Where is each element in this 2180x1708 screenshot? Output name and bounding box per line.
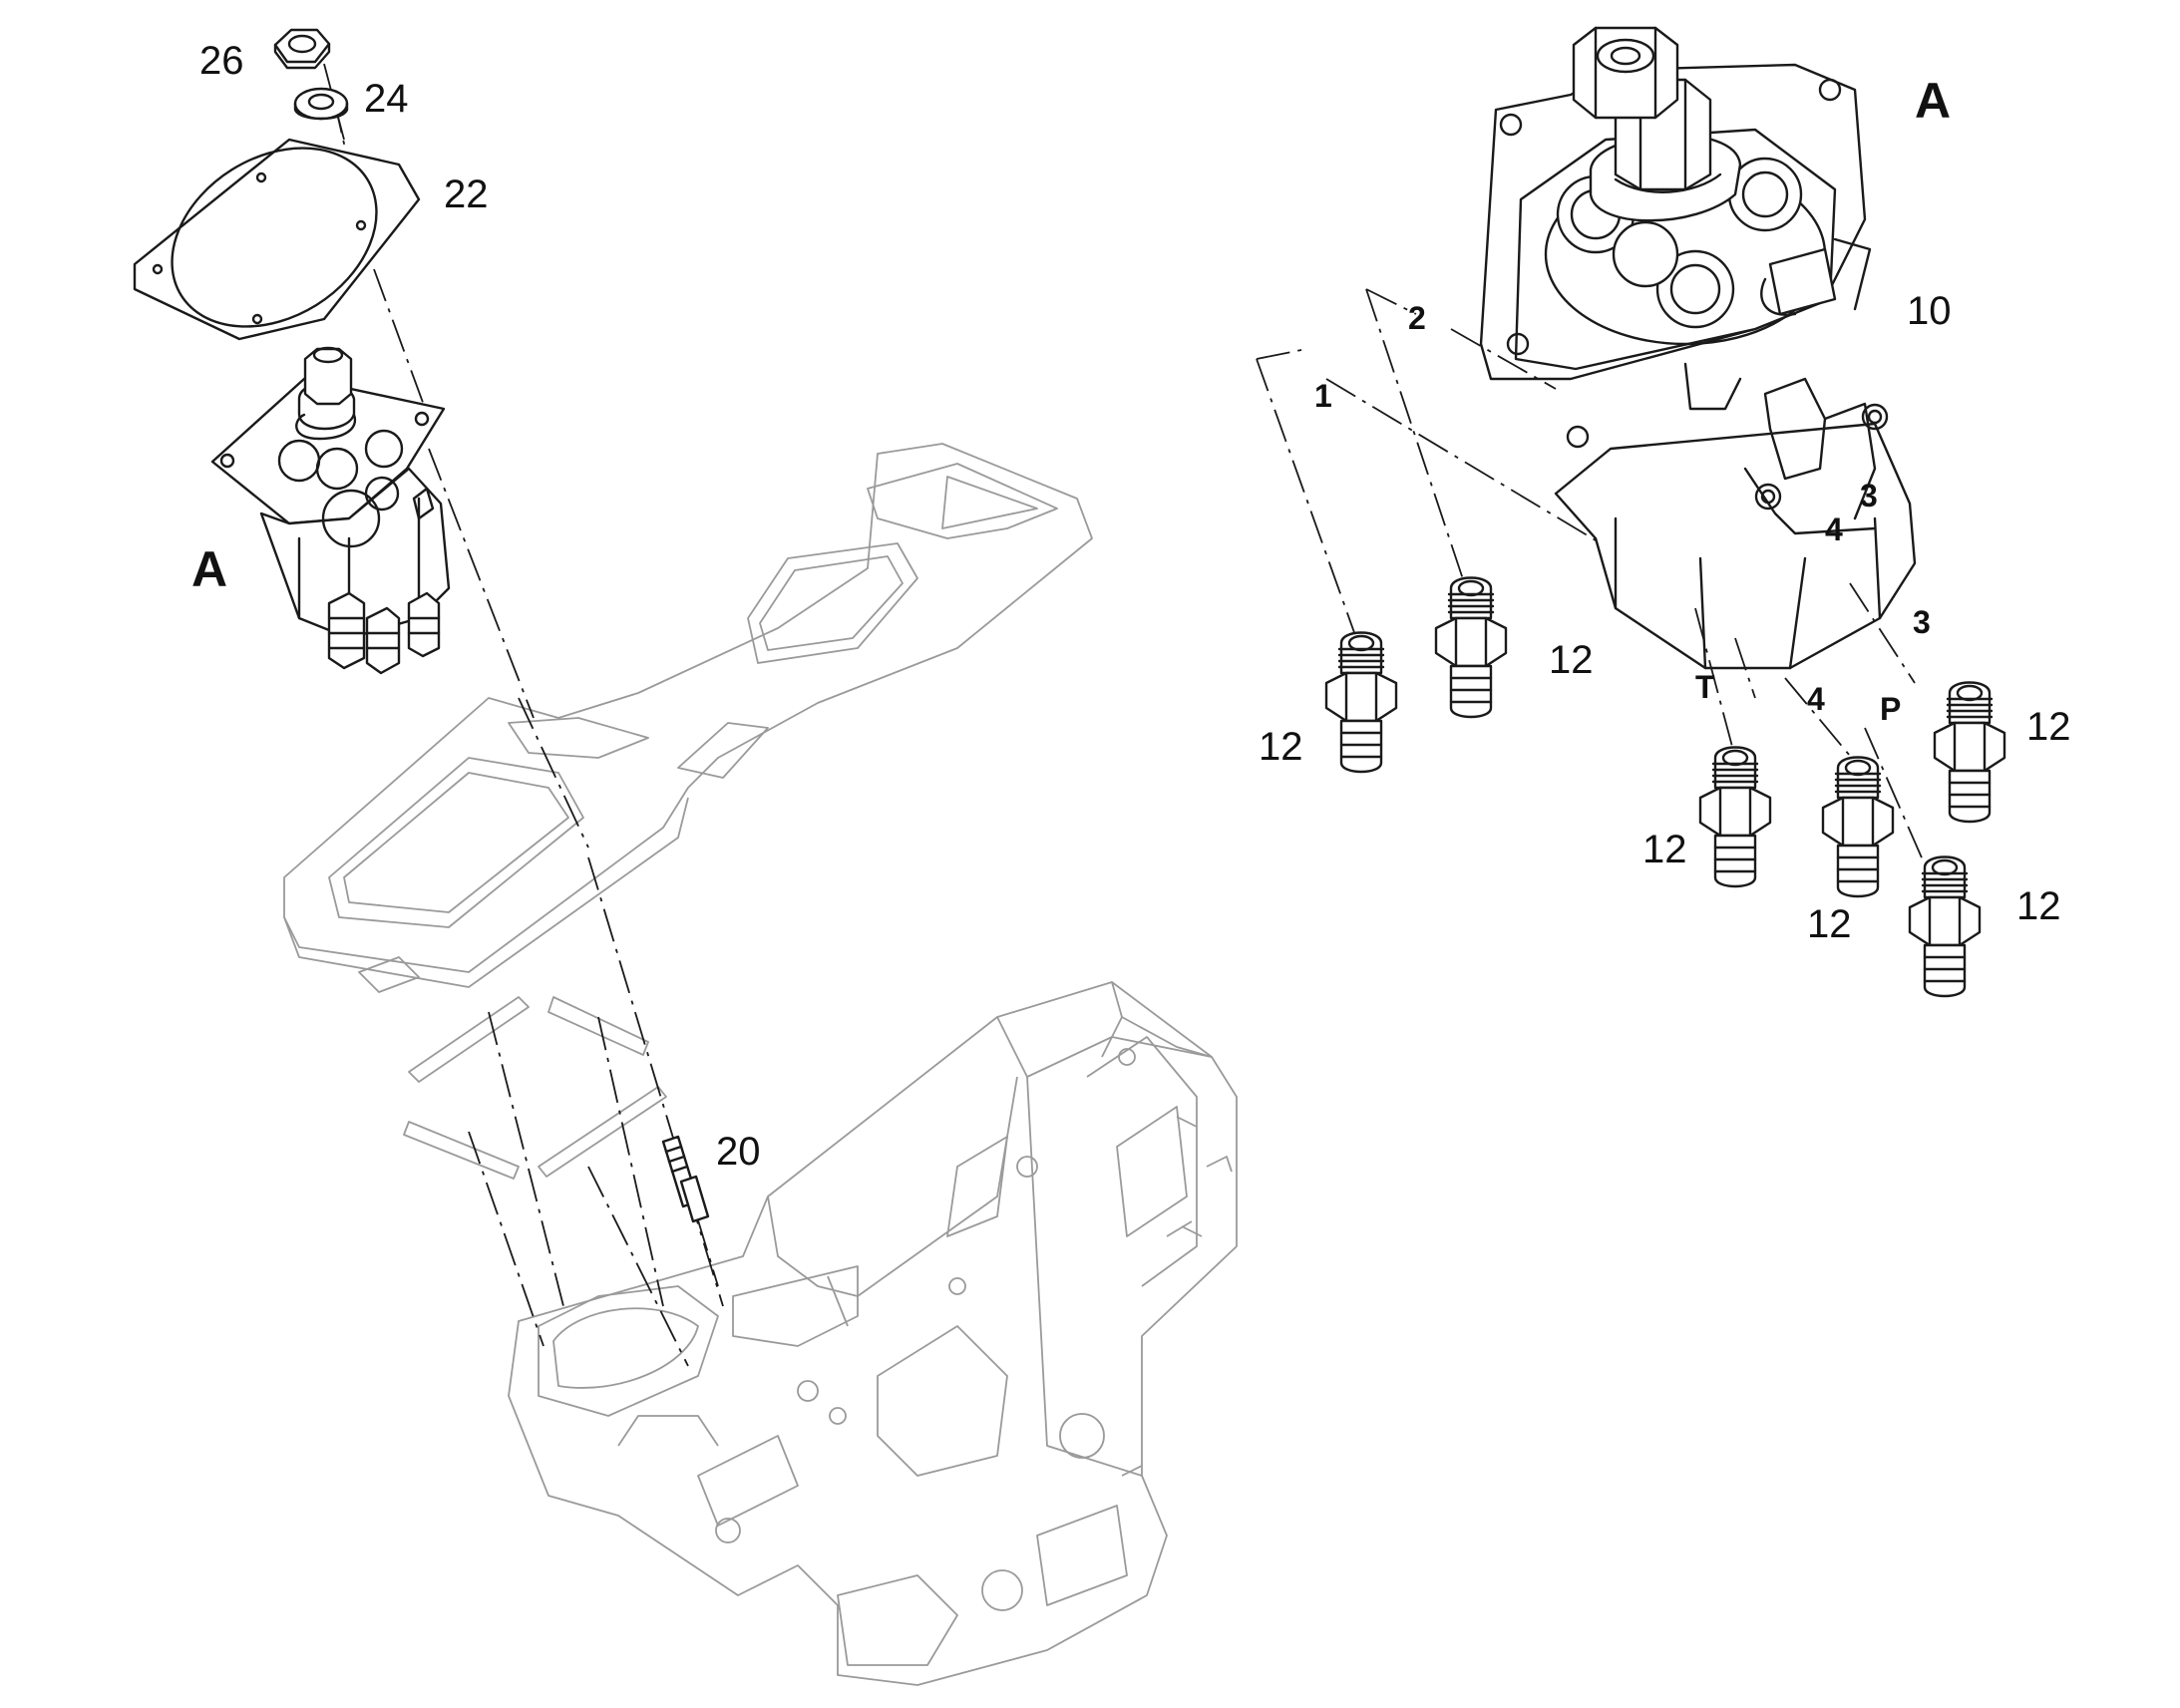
callout-fitting-2: 12 [1549,638,1594,682]
pilot-valve-small [210,346,451,675]
port-label-4: 4 [1807,681,1825,717]
threaded-stud [661,1135,710,1223]
shim-plates [403,996,667,1180]
callout-labels: 26 24 22 A 20 A 10 12 12 12 12 12 12 [191,39,2071,1174]
callout-fitting-3: 12 [2026,705,2071,749]
callout-fitting-1: 12 [1259,725,1303,769]
body-mark-4: 4 [1825,512,1843,547]
steering-pedestal-frame [508,981,1238,1686]
view-label-right: A [1915,73,1951,129]
callout-stud: 20 [716,1130,761,1174]
port-label-2: 2 [1408,300,1426,336]
port-labels: 1 2 3 T 4 P [1314,300,1931,727]
port-label-3: 3 [1913,604,1931,640]
fitting-4 [1821,756,1895,898]
hex-nut [273,28,331,70]
console-cover-panel [283,443,1093,993]
port-label-P: P [1880,691,1901,727]
callout-fitting-4: 12 [1807,902,1852,946]
fitting-1 [1324,631,1398,774]
callout-nut: 26 [199,39,244,83]
assembly-axis-lines-right [1256,288,1936,888]
callout-gasket: 22 [444,172,489,216]
washer [293,87,349,121]
body-mark-3: 3 [1860,478,1878,513]
fitting-2 [1434,576,1508,719]
callout-valve: 10 [1907,289,1952,333]
port-label-1: 1 [1314,378,1332,414]
callout-fitting-T: 12 [1642,828,1687,871]
view-label-left: A [191,541,227,597]
port-label-T: T [1695,669,1715,705]
callout-washer: 24 [364,77,409,121]
pilot-valve-large: 4 3 [1479,26,1917,670]
fitting-T [1698,746,1772,888]
callout-fitting-P: 12 [2016,884,2061,928]
fitting-P [1908,855,1982,998]
gasket-plate [133,138,421,341]
assembly-axis-lines-left [323,63,724,1367]
fitting-3 [1933,681,2006,824]
